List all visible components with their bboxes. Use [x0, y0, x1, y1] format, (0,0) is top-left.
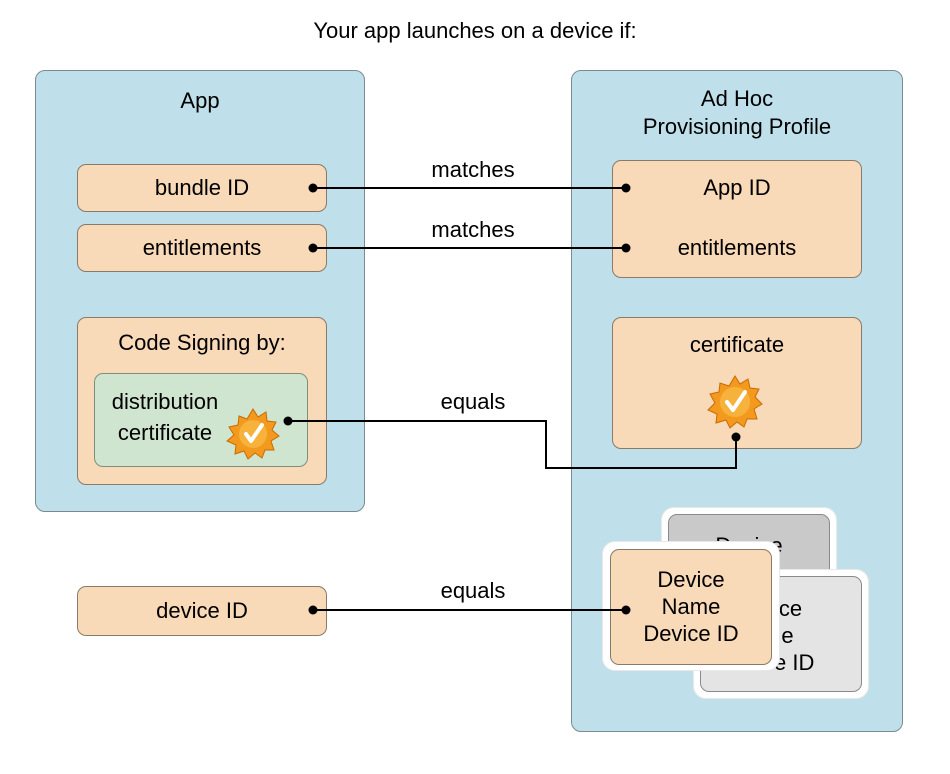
- entitlements-connector-start-dot: [308, 243, 318, 253]
- certificate-connector-line: [288, 420, 737, 469]
- distribution-certificate-line1: distribution: [111, 389, 219, 414]
- bundle-matches-label: matches: [431, 157, 515, 182]
- device-card-front-text: Device Name Device ID: [611, 566, 771, 647]
- distribution-certificate-line2: certificate: [117, 420, 213, 445]
- device-card-front-line2: Name: [661, 594, 721, 619]
- certificate-seal-icon: [226, 408, 280, 460]
- device-card-front-line1: Device: [657, 567, 725, 592]
- entitlements-connector-end-dot: [621, 243, 631, 253]
- bundle-connector-start-dot: [308, 183, 318, 193]
- app-entitlements-box: entitlements: [77, 224, 327, 272]
- device-card-front: Device Name Device ID: [610, 549, 772, 665]
- profile-entitlements: entitlements: [677, 235, 797, 260]
- code-signing-title: Code Signing by:: [118, 330, 286, 355]
- app-panel-title: App: [180, 88, 220, 113]
- diagram-title: Your app launches on a device if:: [313, 18, 637, 43]
- profile-title-line1: Ad Hoc: [700, 86, 774, 111]
- device-connector-end-dot: [621, 605, 631, 615]
- certificate-connector-start-dot: [283, 416, 293, 426]
- distribution-certificate-label: distribution certificate: [105, 386, 225, 448]
- device-id-box: device ID: [77, 586, 327, 636]
- device-equals-label: equals: [440, 578, 506, 603]
- profile-title-line2: Provisioning Profile: [642, 114, 832, 139]
- certificate-connector-end-dot: [731, 432, 741, 442]
- certificate-equals-label: equals: [440, 389, 506, 414]
- profile-app-id: App ID: [703, 175, 771, 200]
- profile-panel-title: Ad Hoc Provisioning Profile: [572, 85, 902, 141]
- profile-certificate-label: certificate: [689, 332, 785, 357]
- app-id-entitlements-box: App ID entitlements: [612, 160, 862, 278]
- device-card-front-line3: Device ID: [643, 621, 739, 646]
- entitlements-matches-label: matches: [431, 217, 515, 242]
- distribution-certificate-box: distribution certificate: [94, 373, 308, 467]
- device-connector-start-dot: [308, 605, 318, 615]
- bundle-connector-end-dot: [621, 183, 631, 193]
- profile-certificate-seal-icon: [707, 375, 763, 429]
